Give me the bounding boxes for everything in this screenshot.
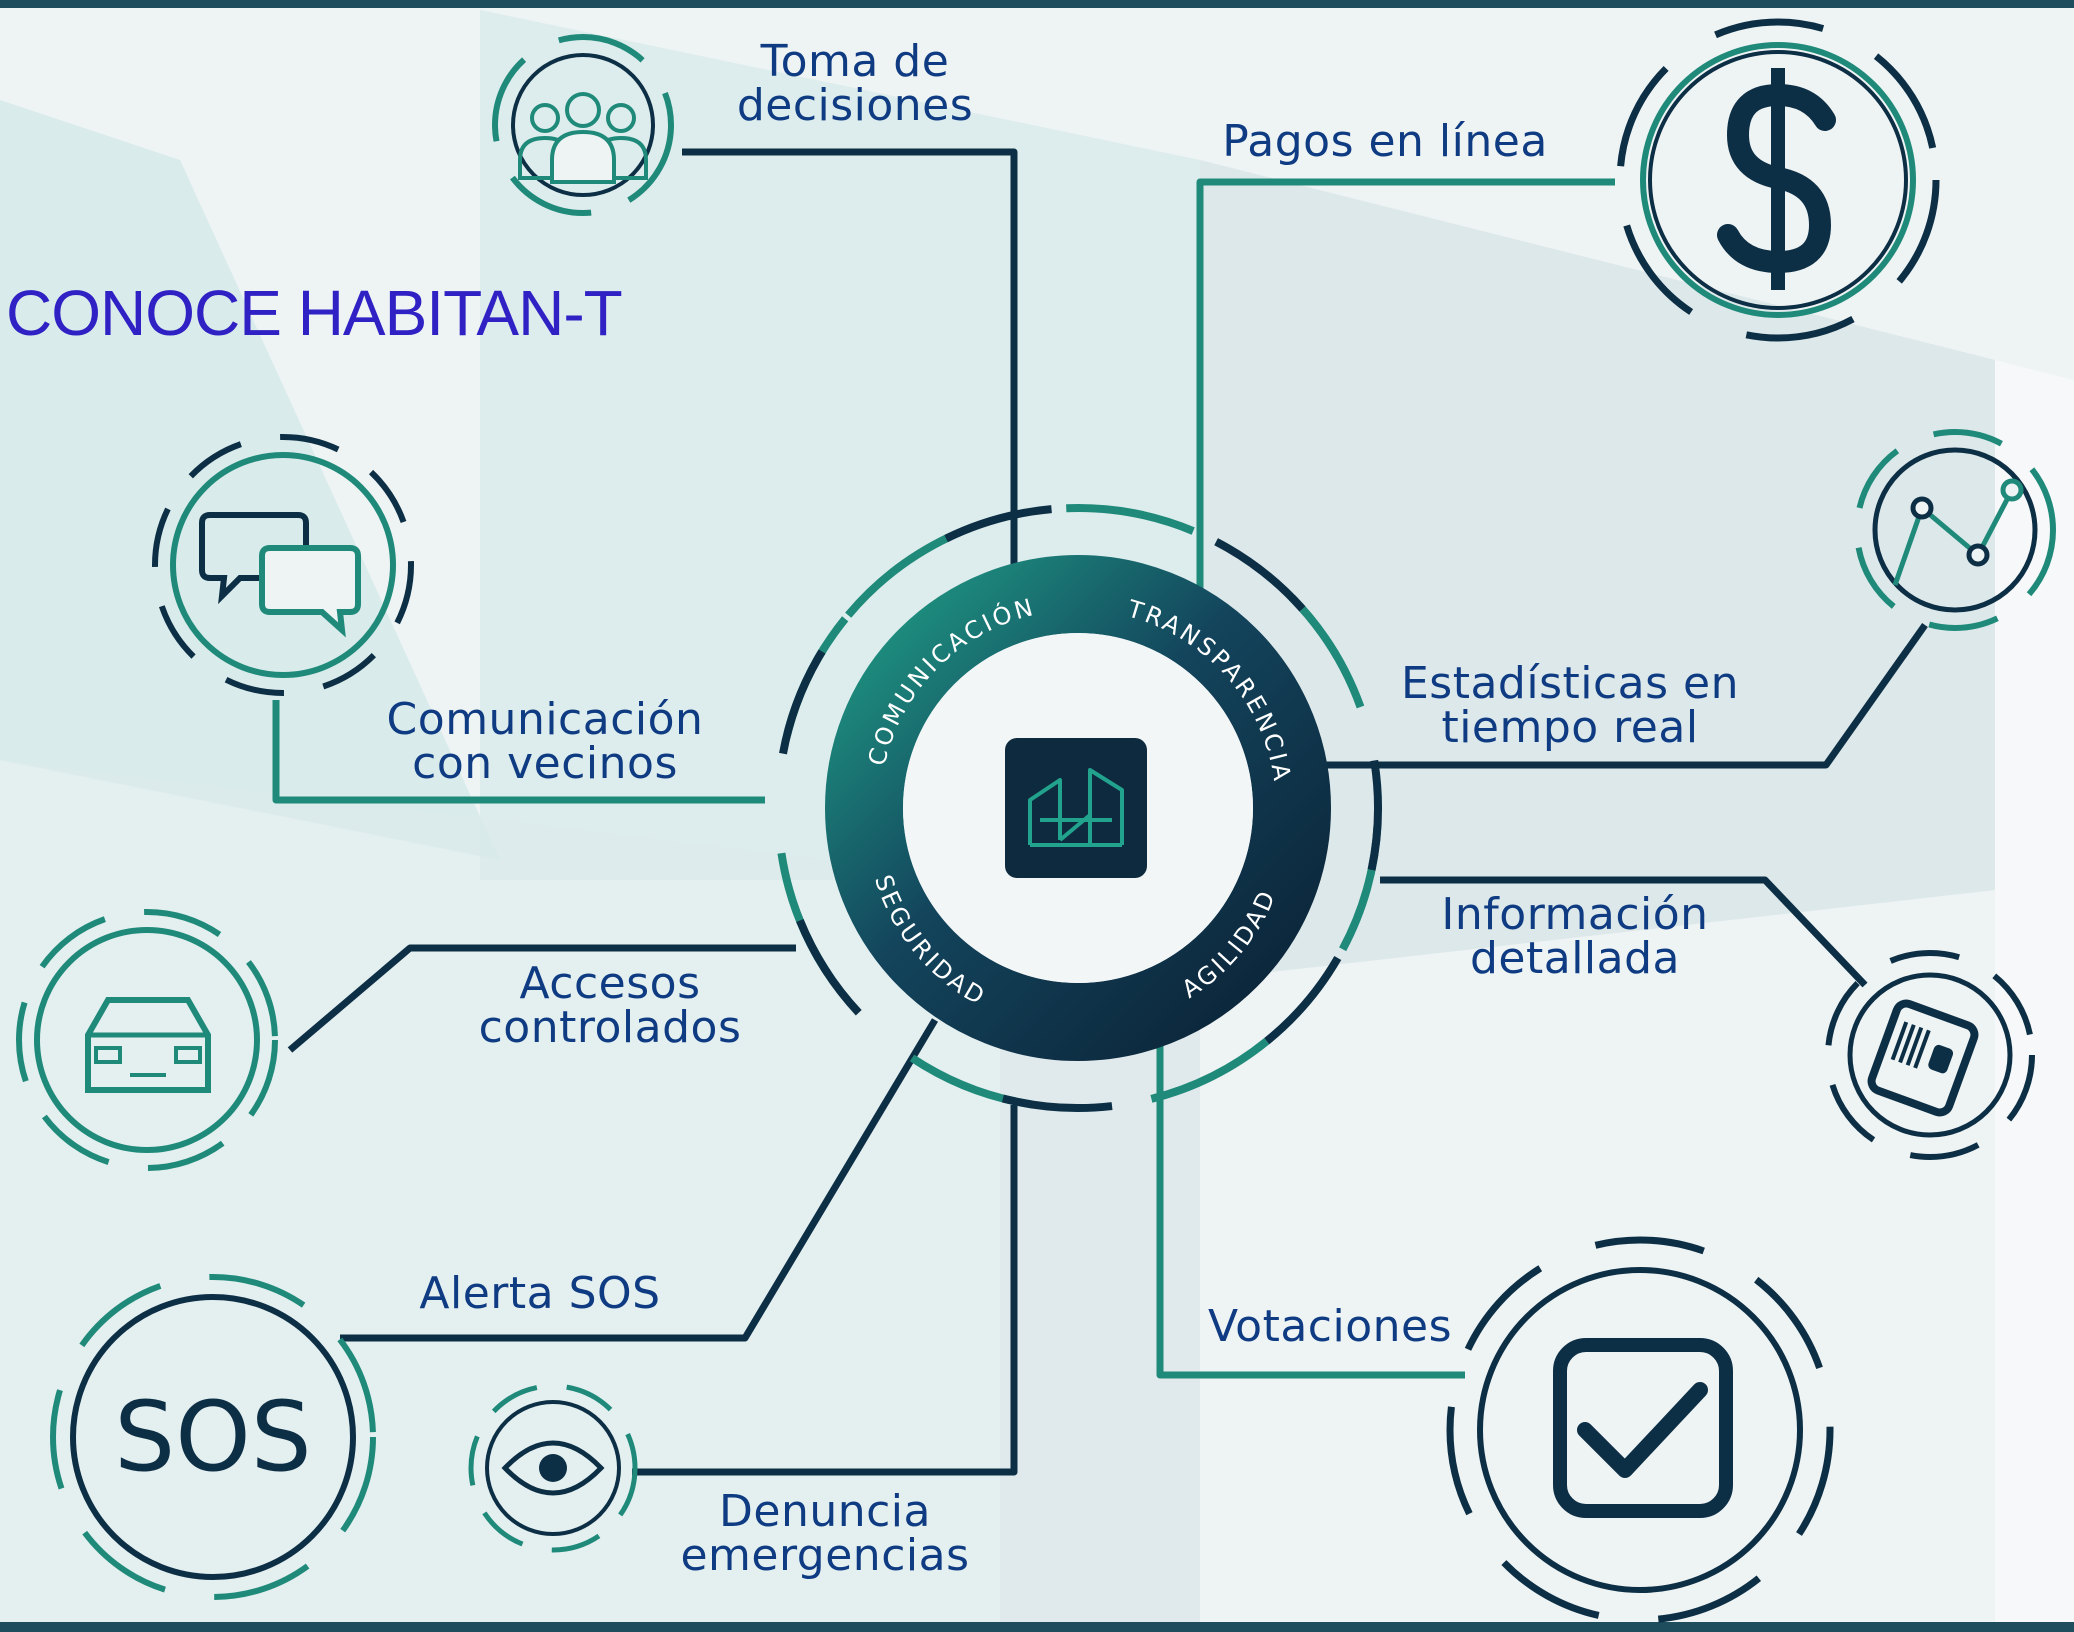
label-line: emergencias [680, 1530, 970, 1581]
checkbox-icon [1446, 1236, 1834, 1624]
connector-informacion [1380, 876, 1868, 988]
connector-denuncia [632, 1105, 1018, 1476]
label-votaciones: Votaciones [1185, 1305, 1475, 1349]
document-icon [1825, 950, 2035, 1160]
label-line: Estadísticas en [1400, 658, 1739, 709]
connector-estadisticas [1320, 622, 1928, 769]
line-chart-icon [1854, 429, 2056, 631]
label-line: Votaciones [1207, 1301, 1453, 1352]
label-line: Información [1441, 889, 1709, 940]
label-line: Alerta SOS [419, 1268, 661, 1319]
label-alerta-sos: Alerta SOS [395, 1272, 685, 1316]
connector-pagos [1196, 178, 1615, 590]
label-line: decisiones [736, 80, 974, 131]
label-informacion: Información detallada [1410, 893, 1740, 981]
hub-arcs [774, 504, 1382, 1112]
chat-bubbles-icon [152, 434, 414, 696]
label-line: Denuncia [719, 1486, 931, 1537]
people-group-icon [492, 34, 674, 216]
sos-icon-text: SOS [114, 1381, 311, 1493]
label-pagos: Pagos en línea [1200, 120, 1570, 164]
dollar-icon [1616, 18, 1940, 342]
label-line: con vecinos [412, 738, 678, 789]
connector-alerta [340, 1018, 939, 1342]
label-line: detallada [1469, 933, 1681, 984]
label-line: Comunicación [386, 694, 704, 745]
label-line: Accesos [519, 958, 701, 1009]
label-line: tiempo real [1441, 702, 1699, 753]
label-line: Toma de [760, 36, 950, 87]
label-denuncia: Denuncia emergencias [660, 1490, 990, 1578]
connectors [272, 148, 1928, 1476]
label-comunicacion: Comunicación con vecinos [365, 698, 725, 786]
page-title: CONOCE HABITAN-T [6, 277, 623, 349]
sos-icon: SOS [50, 1274, 376, 1600]
habitant-logo-icon [1005, 738, 1147, 878]
label-accesos: Accesos controlados [450, 962, 770, 1050]
connector-toma-decisiones [682, 148, 1018, 570]
eye-icon [468, 1383, 638, 1553]
label-line: controlados [478, 1002, 742, 1053]
label-estadisticas: Estadísticas en tiempo real [1385, 662, 1755, 750]
label-toma-decisiones: Toma de decisiones [715, 40, 995, 128]
central-hub: COMUNICACIÓN TRANSPARENCIA SEGURIDAD AGI… [825, 555, 1331, 1061]
car-icon [16, 909, 278, 1171]
label-line: Pagos en línea [1222, 116, 1548, 167]
connector-votaciones [1156, 1040, 1465, 1379]
connector-comunicacion [272, 700, 765, 804]
connector-accesos [287, 944, 796, 1053]
